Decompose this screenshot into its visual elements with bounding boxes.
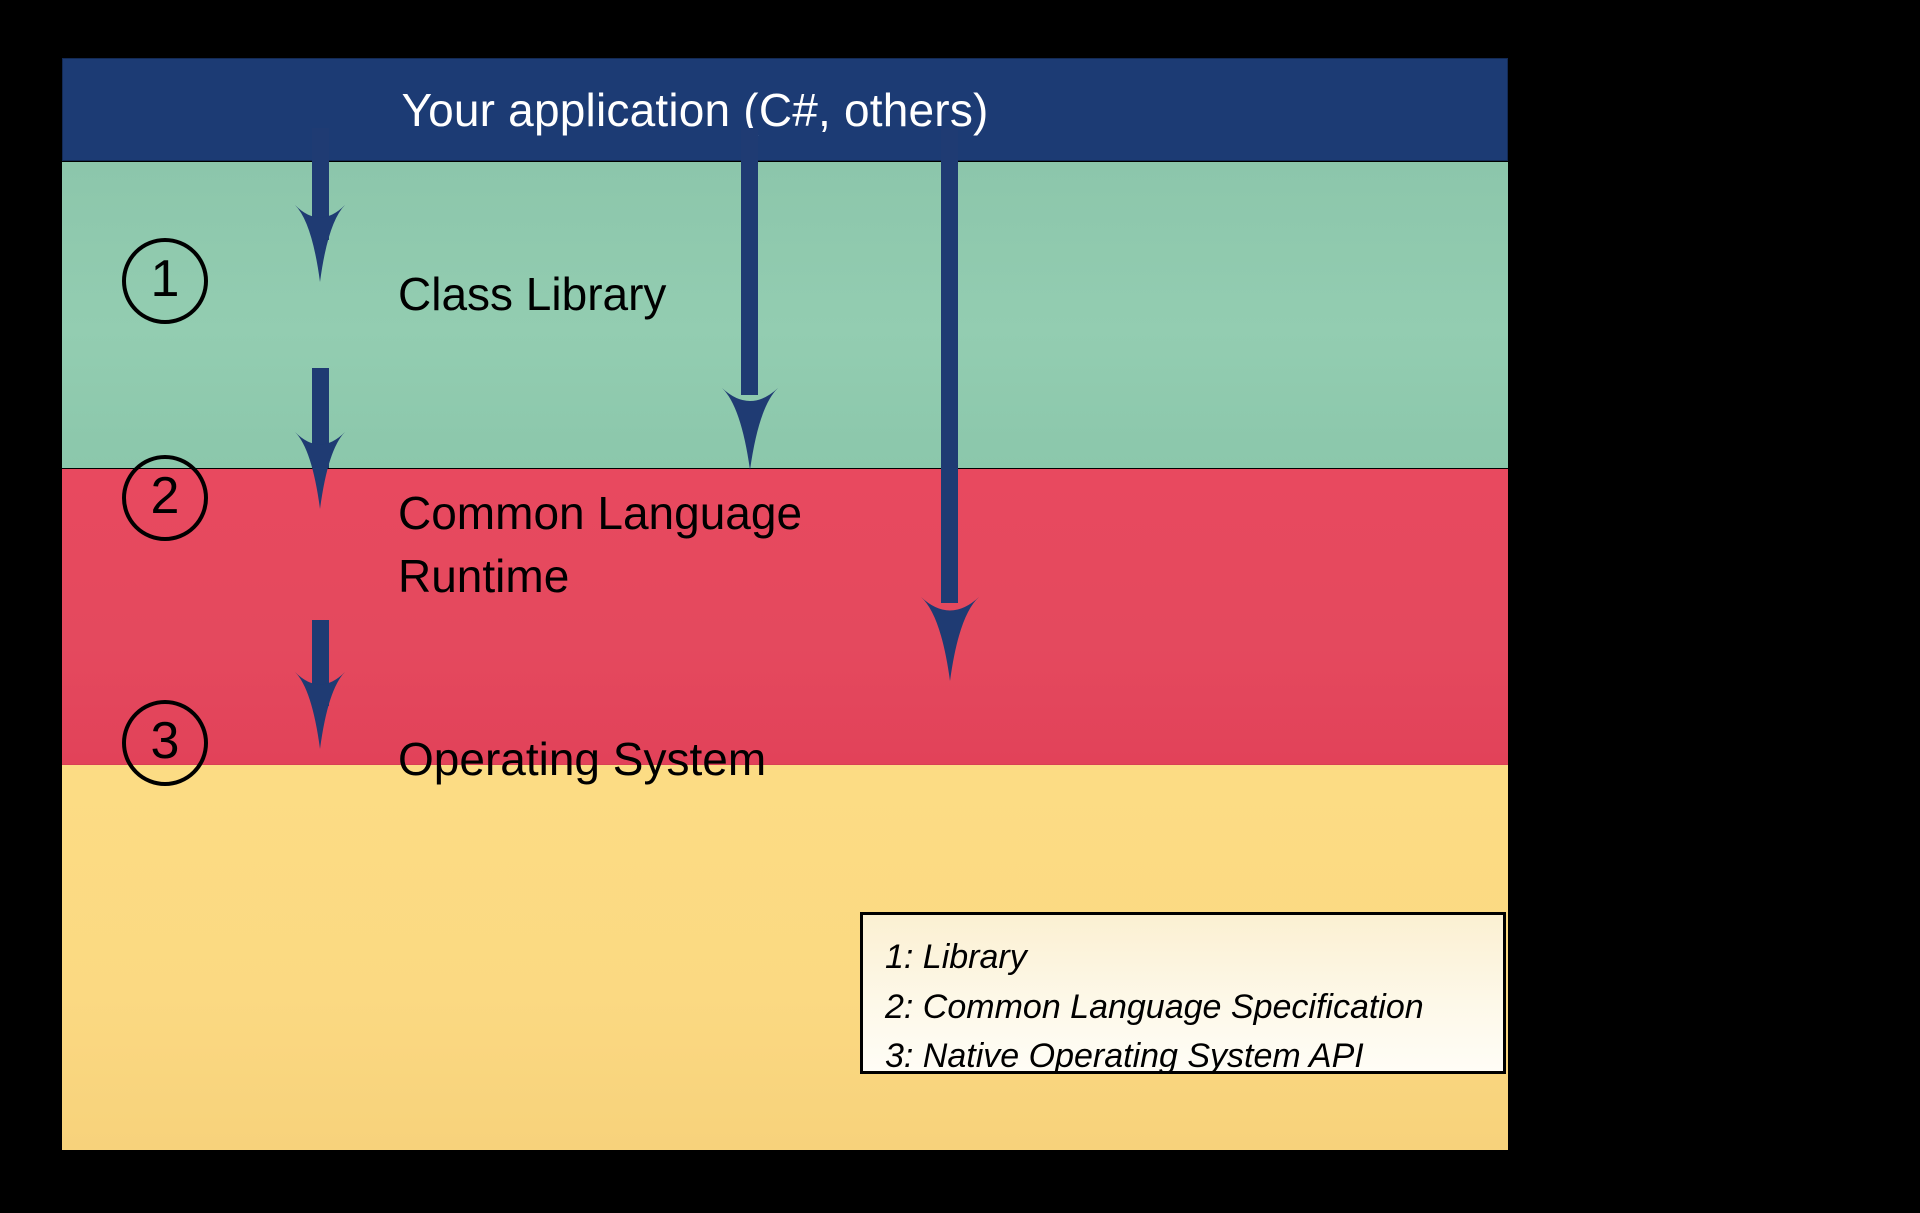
application-banner-label: Your application (C#, others): [401, 83, 989, 136]
step-badge-1: 1: [122, 238, 208, 324]
layer-label-class-library: Class Library: [398, 268, 667, 320]
legend-item-2: 2: Common Language Specification: [885, 987, 1424, 1026]
application-banner: Your application (C#, others): [62, 58, 1508, 161]
layer-label-common-language-runtime: Common Language Runtime: [398, 487, 803, 603]
step-badge-3: 3: [122, 700, 208, 786]
step-badge-1-number: 1: [150, 250, 180, 308]
legend-item-1: 1: Library: [885, 938, 1027, 976]
legend-item-3: 3: Native Operating System API: [885, 1037, 1364, 1076]
step-badge-2-number: 2: [150, 467, 180, 525]
legend-box: 1: Library 2: Common Language Specificat…: [860, 912, 1506, 1075]
layer-label-operating-system: Operating System: [398, 733, 767, 785]
layer-class-library: [62, 161, 1508, 469]
step-badge-3-number: 3: [150, 712, 180, 770]
step-badge-2: 2: [122, 455, 208, 541]
